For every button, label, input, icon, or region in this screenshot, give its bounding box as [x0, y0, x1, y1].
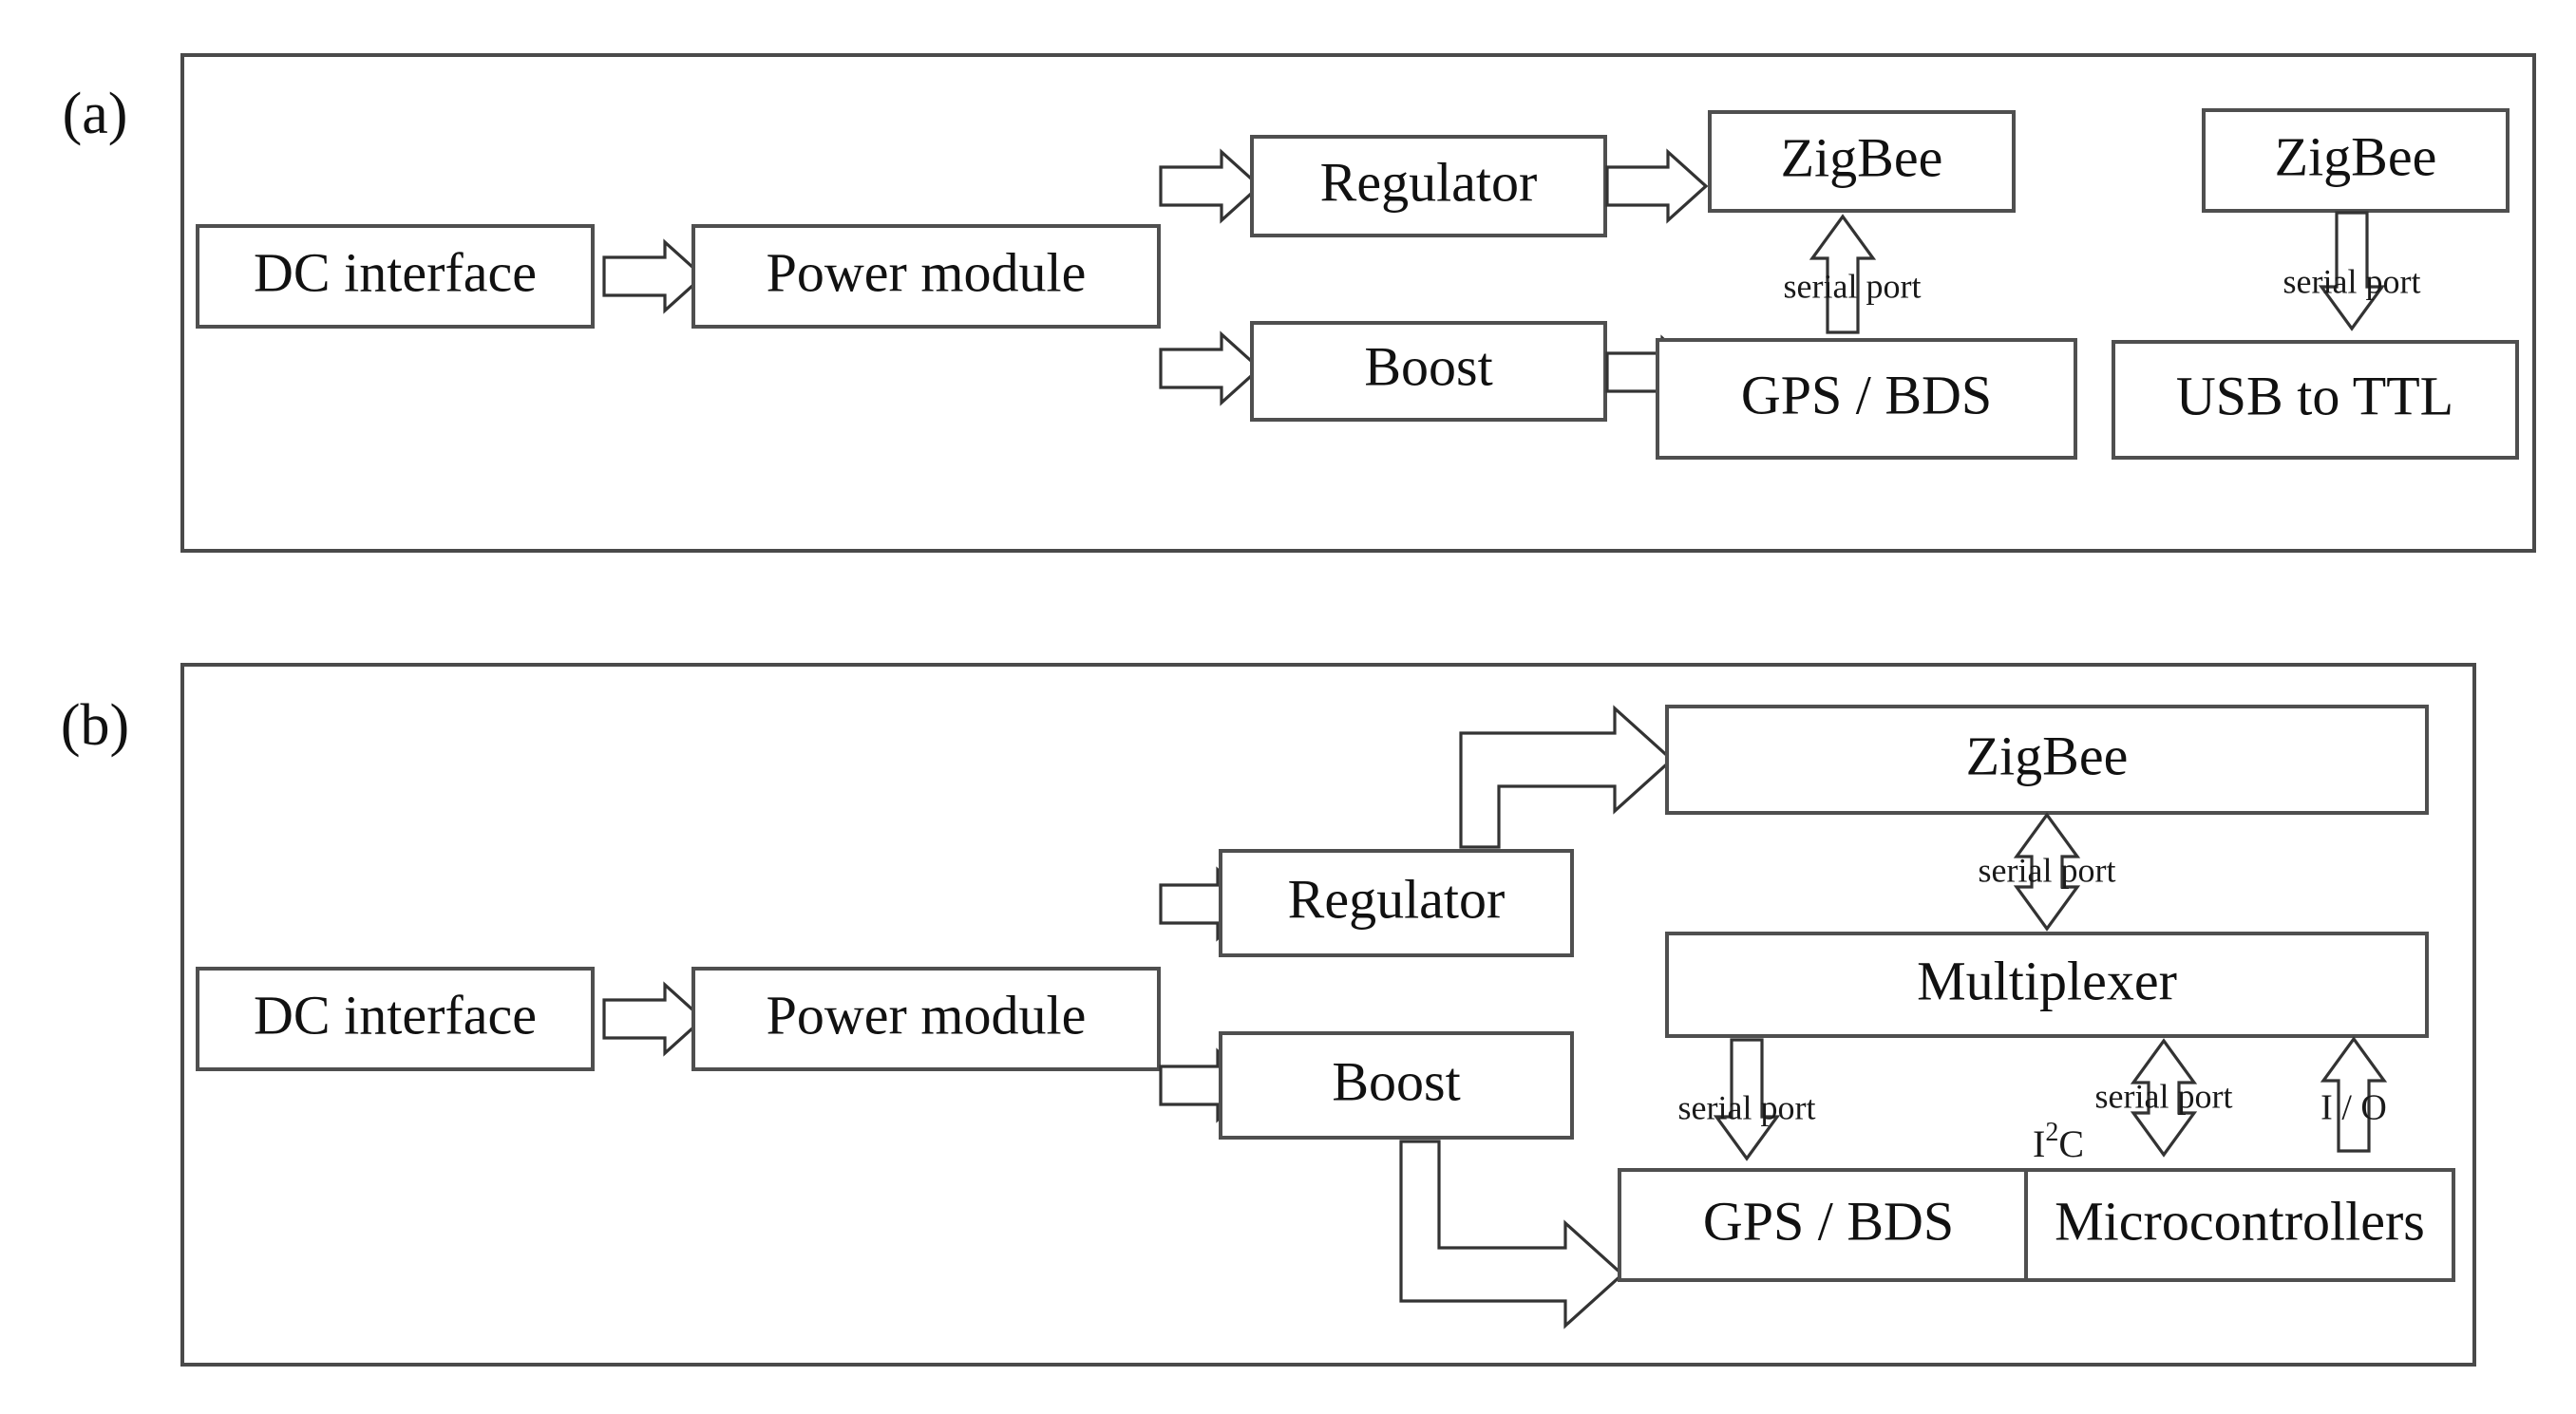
arrow-serial-port-right-a [2318, 211, 2386, 331]
label-zigbee-b: ZigBee [1966, 725, 2129, 786]
box-zigbee-left-a [1708, 110, 2016, 213]
box-microcontrollers-b [2024, 1168, 2455, 1282]
label-io-b: I / O [2320, 1088, 2387, 1128]
arrow-serial-port-mux-mcu-b [2130, 1038, 2198, 1158]
label-gps-bds-b: GPS / BDS [1703, 1190, 1954, 1252]
label-serial-port-left-a: serial port [1784, 267, 1922, 305]
arrow-serial-port-left-a [1809, 214, 1877, 334]
label-i2c-superscript: 2 [2045, 1118, 2058, 1147]
label-microcontrollers-b: Microcontrollers [2055, 1190, 2425, 1252]
label-regulator-a: Regulator [1320, 151, 1538, 213]
label-boost-a: Boost [1364, 335, 1492, 397]
arrow-dc-to-power-b [602, 981, 706, 1057]
box-regulator-b [1219, 849, 1574, 957]
label-boost-b: Boost [1332, 1050, 1460, 1112]
label-serial-port-mux-gps-b: serial port [1678, 1088, 1816, 1126]
label-gps-bds-a: GPS / BDS [1741, 364, 1992, 425]
label-zigbee-right-a: ZigBee [2275, 125, 2437, 187]
box-power-module-a [691, 224, 1161, 329]
box-zigbee-right-a [2202, 108, 2510, 213]
arrow-io-mcu-to-mux-b [2320, 1036, 2388, 1153]
box-power-module-b [691, 967, 1161, 1071]
label-dc-interface-b: DC interface [254, 984, 537, 1046]
label-zigbee-left-a: ZigBee [1781, 126, 1943, 188]
panel-a-letter: (a) [63, 82, 128, 146]
label-i2c-base: I [2033, 1122, 2045, 1165]
label-i2c-b: I2C [2033, 1118, 2084, 1165]
box-boost-a [1250, 321, 1607, 422]
box-gps-bds-b [1618, 1168, 2039, 1282]
arrow-power-to-boost-a [1159, 330, 1262, 406]
panel-a-frame [180, 53, 2536, 553]
panel-a-group: (a) DC interface Power module Regulator … [63, 53, 2536, 553]
label-serial-port-mux-mcu-b: serial port [2095, 1077, 2233, 1115]
arrow-serial-port-mux-gps-b [1713, 1038, 1781, 1161]
label-dc-interface-a: DC interface [254, 241, 537, 303]
arrow-boost-to-gps-b [1399, 1140, 1625, 1329]
box-gps-bds-a [1656, 338, 2077, 460]
box-regulator-a [1250, 135, 1607, 237]
box-boost-b [1219, 1031, 1574, 1140]
arrow-regulator-to-zigbee-a [1605, 148, 1709, 224]
box-dc-interface-b [196, 967, 595, 1071]
label-multiplexer-b: Multiplexer [1917, 950, 2177, 1011]
arrow-power-to-regulator-a [1159, 148, 1262, 224]
arrow-dc-to-power-a [602, 238, 706, 314]
label-regulator-b: Regulator [1288, 868, 1506, 930]
box-zigbee-b [1665, 705, 2429, 815]
arrow-regulator-to-zigbee-b [1459, 705, 1675, 849]
label-serial-port-zigbee-mux-b: serial port [1979, 851, 2116, 889]
panel-b-frame [180, 663, 2476, 1367]
box-usb-to-ttl-a [2112, 340, 2519, 460]
arrow-serial-port-zigbee-mux-b [2013, 812, 2081, 932]
box-dc-interface-a [196, 224, 595, 329]
label-usb-to-ttl-a: USB to TTL [2176, 365, 2453, 426]
label-power-module-a: Power module [767, 241, 1087, 303]
panel-b-group: (b) DC interface Power module Regulator … [61, 663, 2476, 1367]
panel-b-letter: (b) [61, 693, 129, 758]
label-i2c-tail: C [2058, 1122, 2084, 1165]
label-power-module-b: Power module [767, 984, 1087, 1046]
box-multiplexer-b [1665, 932, 2429, 1038]
label-serial-port-right-a: serial port [2283, 262, 2421, 300]
